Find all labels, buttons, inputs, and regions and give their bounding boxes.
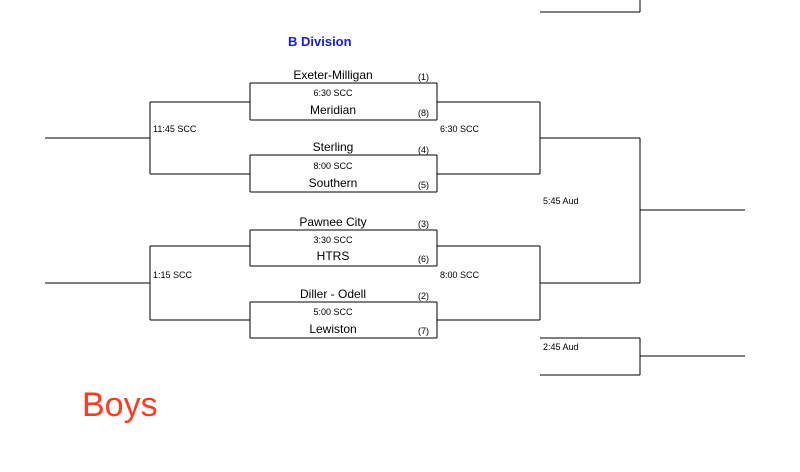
match-time-2: 8:00 SCC [313,161,353,171]
consolation-time-1: 11:45 SCC [153,124,197,134]
team-top-3: Pawnee City [299,215,367,229]
footer-label: Boys [82,386,158,424]
team-bottom-1: Meridian [309,103,357,117]
match-time-3: 3:30 SCC [313,235,353,245]
third-place-time: 2:45 Aud [543,342,579,352]
semifinal-time-1: 6:30 SCC [440,124,480,134]
consolation-time-2: 1:15 SCC [153,270,193,280]
seed-bottom-1: (8) [418,108,429,118]
team-top-2: Sterling [312,140,354,154]
match-time-4: 5:00 SCC [313,307,353,317]
team-bottom-3: HTRS [316,249,350,263]
team-bottom-4: Lewiston [309,322,357,336]
division-title: B Division [288,34,352,49]
team-bottom-2: Southern [308,176,358,190]
seed-top-1: (1) [418,72,429,82]
seed-top-3: (3) [418,219,429,229]
final-time: 5:45 Aud [543,196,579,206]
seed-top-2: (4) [418,145,429,155]
team-top-1: Exeter-Milligan [293,68,373,82]
seed-bottom-4: (7) [418,326,429,336]
seed-bottom-2: (5) [418,180,429,190]
seed-top-4: (2) [418,291,429,301]
seed-bottom-3: (6) [418,254,429,264]
match-time-1: 6:30 SCC [313,88,353,98]
team-top-4: Diller - Odell [299,287,366,301]
semifinal-time-2: 8:00 SCC [440,270,480,280]
